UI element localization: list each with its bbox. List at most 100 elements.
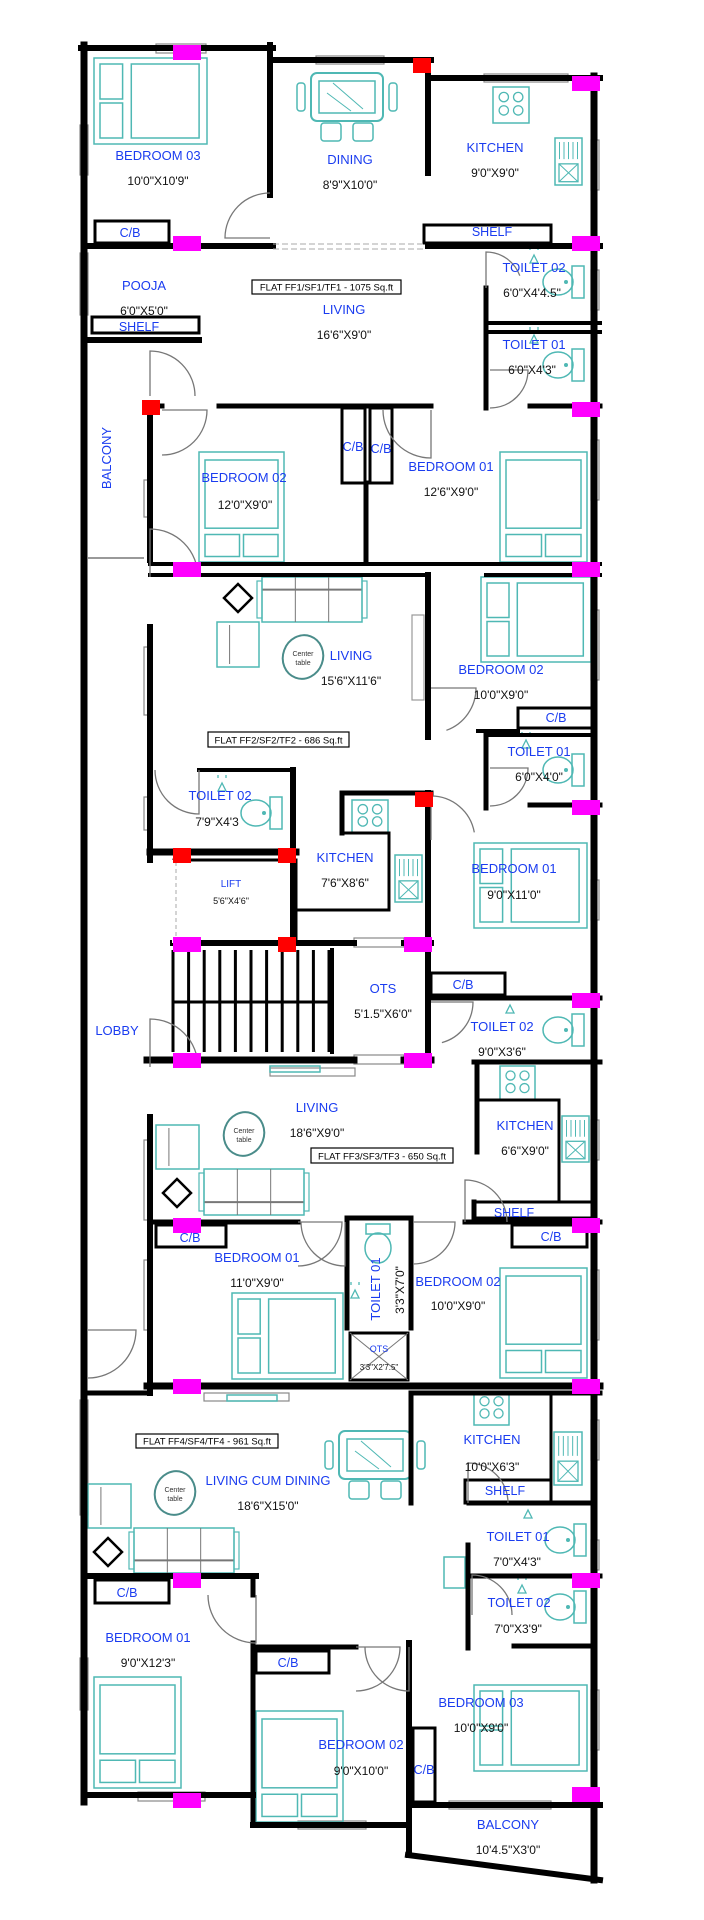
room-name-label: TOILET 01: [486, 1529, 549, 1544]
room-size-label: 8'9"X10'0": [323, 178, 377, 192]
fixture-label: SHELF: [485, 1484, 526, 1498]
flat-title: FLAT FF1/SF1/TF1 - 1075 Sq.ft: [260, 283, 394, 294]
toilet-icon: [542, 265, 585, 299]
room-name-label: DINING: [327, 152, 373, 167]
column-red: [142, 400, 160, 415]
column-magenta: [173, 1379, 201, 1394]
flat-title-box: FLAT FF3/SF3/TF3 - 650 Sq.ft: [310, 1147, 454, 1164]
door-swing: [489, 767, 529, 807]
center-table-icon: Center table: [222, 1111, 266, 1157]
room-name-label: BEDROOM 02: [458, 662, 543, 677]
flat-title: FLAT FF4/SF4/TF4 - 961 Sq.ft: [143, 1437, 271, 1448]
plant-diamond-icon: [222, 582, 254, 614]
room-size-label: 18'6"X15'0": [237, 1499, 298, 1513]
column-magenta: [173, 1218, 201, 1233]
door-swing: [154, 769, 200, 815]
door-swing: [300, 1221, 346, 1267]
room-name-label: TOILET 02: [470, 1019, 533, 1034]
sink-icon: [561, 1115, 590, 1163]
column-magenta: [173, 562, 201, 577]
room-size-label: 6'0"X4'0": [515, 770, 563, 784]
flat-title: FLAT FF2/SF2/TF2 - 686 Sq.ft: [215, 736, 343, 747]
toilet-icon: [544, 1590, 587, 1624]
column-magenta: [572, 236, 600, 251]
room-size-label: 9'0"X11'0": [487, 888, 541, 902]
room-size-label: 6'0"X4'4.5": [503, 286, 561, 300]
cupboard-box: [368, 406, 394, 485]
center-table-label: Center: [233, 1128, 255, 1135]
room-size-label: 10'0"X9'0": [454, 1721, 508, 1735]
room-name-label: TOILET 01: [507, 744, 570, 759]
column-magenta: [572, 1218, 600, 1233]
sink-icon: [554, 137, 583, 186]
room-name-label: KITCHEN: [496, 1118, 553, 1133]
fixture-label: C/B: [541, 1230, 562, 1244]
room-name-label: BEDROOM 02: [201, 470, 286, 485]
room-name-label: TOILET 02: [487, 1595, 550, 1610]
flat-title-box: FLAT FF1/SF1/TF1 - 1075 Sq.ft: [251, 279, 402, 295]
door-swing: [224, 192, 271, 239]
column-magenta: [572, 562, 600, 577]
toilet-icon: [544, 1523, 587, 1557]
room-size-label: 9'0"X10'0": [334, 1764, 388, 1778]
room-size-label: 10'0"X9'0": [474, 688, 528, 702]
room-size-label: 9'0"X9'0": [471, 166, 519, 180]
room-size-label: 3'3"X2'7.5": [360, 1363, 399, 1372]
cupboard-box: [422, 223, 553, 245]
armchair-icon: [155, 1124, 200, 1170]
room-size-label: 10'0"X6'3": [465, 1460, 519, 1474]
room-size-label: 6'0"X4'3": [508, 363, 556, 377]
bed-icon: [231, 1292, 344, 1380]
room-name-label: LOBBY: [95, 1023, 139, 1038]
door-swing: [489, 369, 529, 409]
flat-title: FLAT FF3/SF3/TF3 - 650 Sq.ft: [318, 1152, 446, 1163]
center-table-label: Center: [164, 1487, 186, 1494]
room-name-label: TOILET 02: [188, 788, 251, 803]
bed-icon: [198, 451, 285, 563]
fixture-label: C/B: [117, 1586, 138, 1600]
center-table-label: table: [236, 1137, 251, 1144]
column-red: [415, 792, 433, 807]
labels: BEDROOM 0310'0"X10'9"DINING8'9"X10'0"KIT…: [95, 140, 570, 1857]
window: [353, 1054, 405, 1065]
column-magenta: [404, 1053, 432, 1068]
room-name-label: BEDROOM 01: [471, 861, 556, 876]
bed-icon: [93, 57, 208, 145]
room-name-label: BEDROOM 02: [415, 1274, 500, 1289]
plant-diamond-icon: [161, 1177, 193, 1209]
room-size-label: 10'4.5"X3'0": [476, 1843, 540, 1857]
shower-icon: [528, 327, 540, 344]
room-name-label: OTS: [370, 981, 397, 996]
room-size-label: 6'0"X5'0": [120, 304, 168, 318]
room-name-label: TOILET 02: [502, 260, 565, 275]
room-name-label: LIVING CUM DINING: [206, 1473, 331, 1488]
door-swing: [412, 1221, 456, 1265]
flat-title-box: FLAT FF4/SF4/TF4 - 961 Sq.ft: [135, 1433, 279, 1449]
door-swing: [431, 1001, 474, 1044]
columns: [142, 45, 600, 1808]
room-size-label: 7'6"X8'6": [321, 876, 369, 890]
room-size-label: 9'0"X12'3": [121, 1656, 175, 1670]
armchair-icon: [216, 621, 260, 668]
cupboard-box: [472, 1200, 594, 1220]
room-size-label: 11'0"X9'0": [230, 1276, 284, 1290]
column-red: [413, 58, 431, 73]
armchair-icon: [87, 1483, 132, 1529]
window: [353, 937, 405, 948]
cupboard-box: [429, 971, 507, 997]
toilet-icon: [542, 753, 585, 787]
tv-unit-icon: [269, 1065, 321, 1073]
column-magenta: [572, 1379, 600, 1394]
fixture-label: C/B: [414, 1763, 435, 1777]
door-swing: [485, 251, 521, 288]
fixture-label: C/B: [371, 442, 392, 456]
column-magenta: [572, 1787, 600, 1802]
fixture-label: C/B: [180, 1231, 201, 1245]
fixture-label: SHELF: [472, 225, 513, 239]
sink-icon: [553, 1431, 583, 1486]
door-swing: [382, 409, 432, 459]
fixture-label: SHELF: [119, 320, 160, 334]
door-swing: [431, 687, 477, 731]
toilet-icon: [542, 1013, 585, 1047]
